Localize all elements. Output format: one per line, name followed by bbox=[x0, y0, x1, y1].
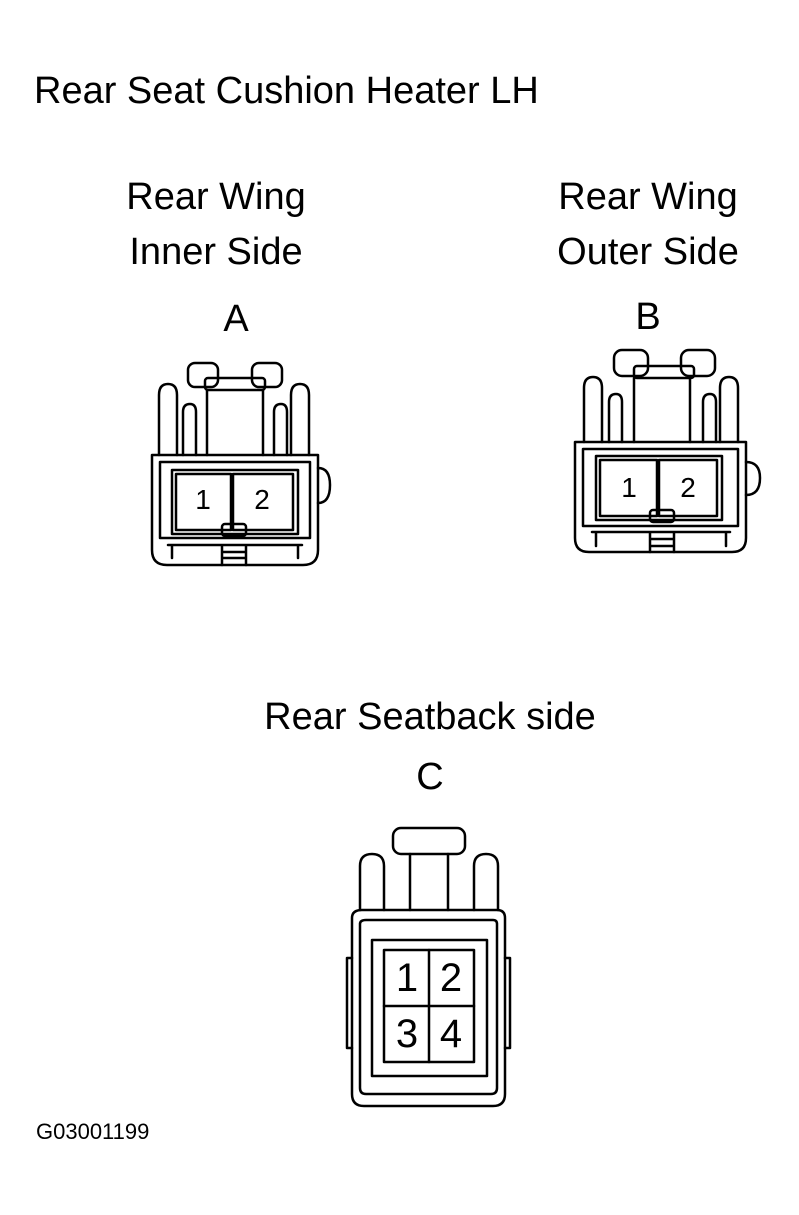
connector-c-housing bbox=[350, 908, 507, 1108]
connector-c-pin: 3 bbox=[395, 1012, 419, 1056]
connector-a-lock-tab bbox=[186, 361, 220, 389]
connector-c-pin: 1 bbox=[395, 956, 419, 1000]
connector-b-letter: B bbox=[635, 296, 661, 338]
connector-b-guide-rail bbox=[718, 375, 740, 444]
connector-b-lock-tab bbox=[679, 348, 717, 378]
connector-c-label: Rear Seatback side bbox=[264, 696, 596, 738]
connector-c-letter: C bbox=[416, 756, 444, 798]
connector-b-drawing bbox=[573, 348, 762, 554]
connector-b-label-line2: Outer Side bbox=[557, 231, 739, 273]
connector-c-guide-rail bbox=[472, 852, 500, 912]
connector-c-lock-tab bbox=[391, 826, 467, 856]
connector-a-housing bbox=[150, 453, 320, 567]
diagram-title: Rear Seat Cushion Heater LH bbox=[34, 70, 539, 112]
connector-c-pin: 2 bbox=[439, 956, 463, 1000]
connector-b-cavity bbox=[594, 454, 724, 522]
connector-a-lock-tab bbox=[250, 361, 284, 389]
connector-a-drawing bbox=[150, 361, 332, 567]
connector-c-drawing bbox=[345, 826, 512, 1108]
connector-b-pin: 2 bbox=[680, 472, 696, 503]
connector-c-pin: 4 bbox=[439, 1012, 463, 1056]
connector-b-key bbox=[648, 508, 676, 524]
connector-a-cavity bbox=[170, 468, 300, 536]
connector-a-guide-rail bbox=[157, 382, 179, 457]
connector-a-guide-rail bbox=[289, 382, 311, 457]
figure-code: G03001199 bbox=[36, 1119, 150, 1144]
connector-a-label-line1: Rear Wing bbox=[126, 176, 306, 218]
connector-a-key bbox=[220, 522, 248, 538]
connector-a-letter: A bbox=[223, 298, 249, 340]
connector-c-guide-rail bbox=[358, 852, 386, 912]
connector-b-pin: 1 bbox=[621, 472, 637, 503]
connector-b-guide-rail bbox=[582, 375, 604, 444]
connector-a-label-line2: Inner Side bbox=[129, 231, 303, 273]
connector-b-lock-tab bbox=[612, 348, 650, 378]
connector-b-label-line1: Rear Wing bbox=[558, 176, 738, 218]
connector-a-pin: 1 bbox=[195, 484, 211, 515]
connector-b-housing bbox=[573, 440, 748, 554]
connector-a-pin: 2 bbox=[254, 484, 270, 515]
